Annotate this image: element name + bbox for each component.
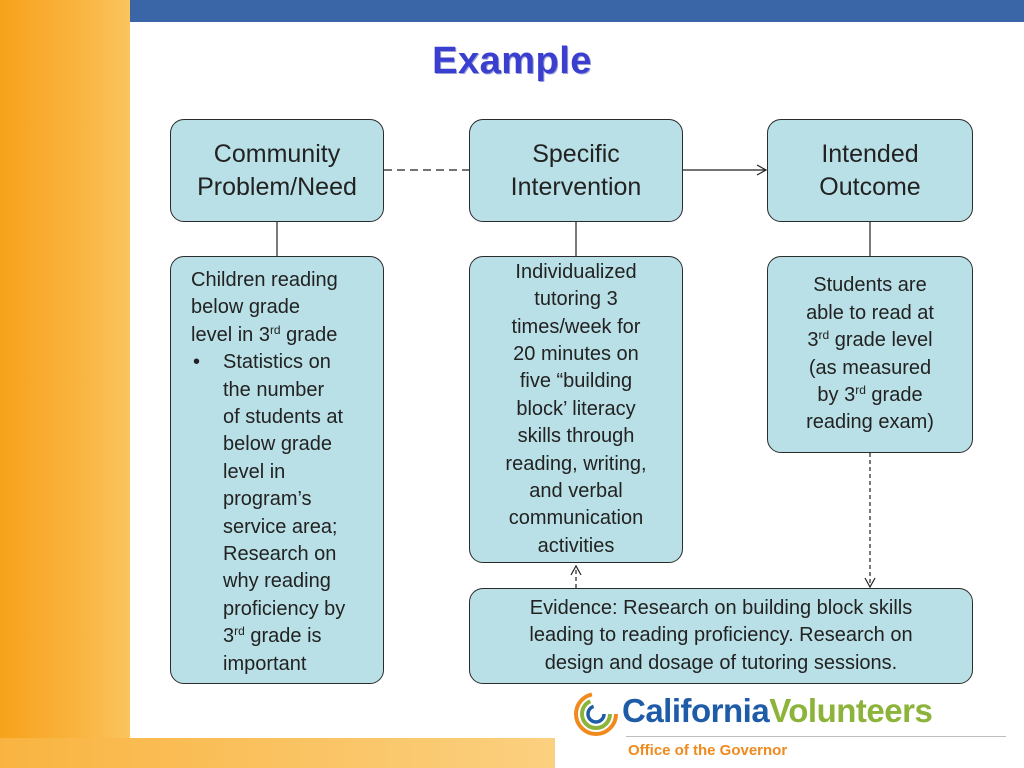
logo-subtitle: Office of the Governor: [628, 742, 788, 759]
logo-divider: [626, 736, 1006, 737]
detail-line: by 3rd grade: [817, 382, 923, 406]
detail-line: Individualized: [515, 260, 637, 283]
detail-line: times/week for: [511, 315, 641, 338]
evidence-box: Evidence: Research on building block ski…: [469, 588, 973, 684]
detail-line: 3rd grade level: [807, 328, 933, 352]
detail-line: Students are: [813, 274, 927, 297]
detail-box-community-problem: Children reading below grade level in 3r…: [170, 256, 384, 684]
header-line: Intended: [821, 139, 919, 168]
detail-line: reading exam): [806, 411, 934, 434]
header-line: Specific: [532, 139, 620, 168]
detail-line: able to read at: [806, 301, 934, 324]
left-orange-band: [0, 0, 130, 768]
bullet-icon: •: [193, 351, 201, 374]
header-line: Community: [213, 139, 341, 168]
detail-line: below grade: [191, 296, 300, 319]
detail-line: reading, writing,: [505, 452, 647, 475]
detail-line: and verbal: [529, 480, 623, 503]
detail-line: block’ literacy: [516, 397, 636, 420]
top-blue-bar: [130, 0, 1024, 22]
detail-line: skills through: [517, 425, 635, 448]
detail-line: (as measured: [808, 356, 932, 379]
evidence-line: leading to reading proficiency. Research…: [529, 624, 913, 647]
bottom-orange-band: [0, 738, 555, 768]
california-volunteers-logo: CaliforniaVolunteers Office of the Gover…: [570, 690, 1010, 760]
header-box-specific-intervention: Specific Intervention: [469, 119, 683, 222]
header-box-intended-outcome: Intended Outcome: [767, 119, 973, 222]
slide-title: Example: [432, 40, 592, 82]
evidence-line: Evidence: Research on building block ski…: [529, 596, 913, 619]
detail-line: tutoring 3: [534, 288, 618, 311]
detail-line: level in 3rd grade: [191, 322, 338, 346]
bullet-item: • Statistics on the number of students a…: [191, 349, 345, 678]
detail-line: Children reading: [191, 269, 338, 291]
detail-box-intended-outcome: Students are able to read at 3rd grade l…: [767, 256, 973, 453]
detail-line: five “building: [519, 370, 633, 393]
header-line: Outcome: [819, 172, 921, 201]
logo-swirl-icon: [574, 692, 618, 736]
detail-line: 20 minutes on: [513, 342, 639, 365]
detail-box-specific-intervention: Individualized tutoring 3 times/week for…: [469, 256, 683, 563]
evidence-line: design and dosage of tutoring sessions.: [544, 651, 898, 674]
header-box-community-problem: Community Problem/Need: [170, 119, 384, 222]
bullet-text: Statistics on the number of students at …: [223, 351, 346, 675]
detail-line: communication: [508, 507, 644, 530]
header-line: Intervention: [510, 172, 642, 201]
detail-line: activities: [537, 534, 615, 557]
logo-wordmark: CaliforniaVolunteers: [622, 692, 933, 729]
header-line: Problem/Need: [197, 172, 357, 201]
